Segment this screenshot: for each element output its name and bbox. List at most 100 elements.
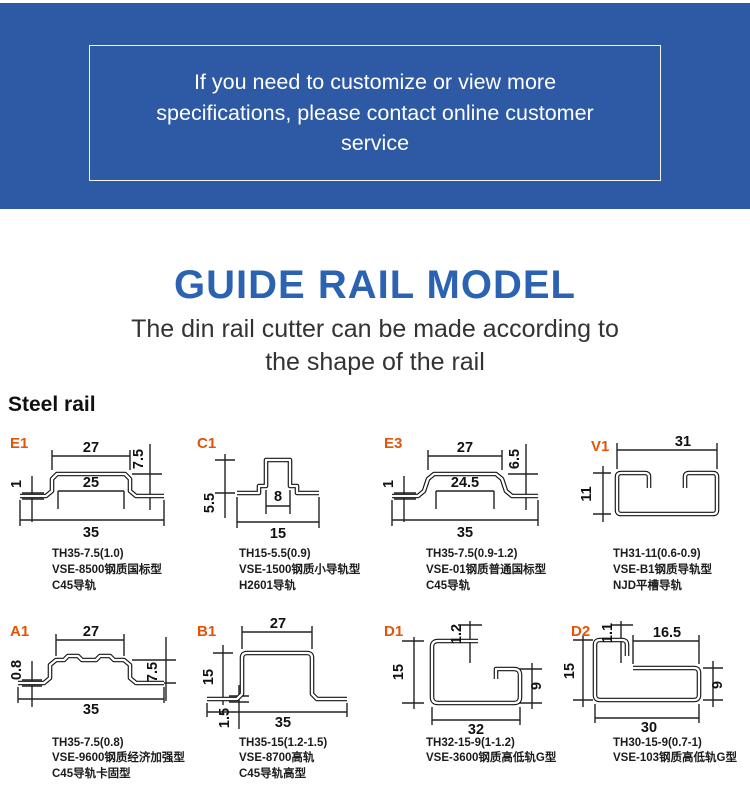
profile-inner bbox=[392, 472, 538, 498]
caption-line: TH30-15-9(0.7-1) bbox=[613, 736, 702, 749]
caption-line: VSE-8700高轨 bbox=[239, 752, 315, 765]
dim-height: 15 bbox=[201, 669, 217, 685]
caption-line: TH35-15(1.2-1.5) bbox=[239, 736, 328, 749]
dim-top-width: 16.5 bbox=[653, 625, 681, 641]
rail-code-d2: D2 bbox=[571, 622, 591, 640]
profile-outline bbox=[207, 650, 347, 701]
profile-inner bbox=[615, 471, 719, 516]
dim-bottom-width: 15 bbox=[270, 526, 286, 542]
profile-outline bbox=[429, 638, 523, 705]
rail-profile-diagram-b1: 27 15 1.5 35 bbox=[201, 616, 348, 731]
dim-inner-width: 8 bbox=[274, 489, 282, 505]
rail-caption-c1: TH15-5.5(0.9) VSE-1500钢质小导轨型 H2601导轨 bbox=[187, 547, 374, 595]
caption-line: TH15-5.5(0.9) bbox=[239, 548, 311, 560]
caption-line: VSE-3600钢质高低轨G型 bbox=[426, 752, 557, 765]
dim-bottom-width: 35 bbox=[83, 525, 99, 541]
profile-inner bbox=[593, 638, 701, 701]
rail-profile-diagram-e1: 27 7.5 1 25 35 bbox=[9, 440, 165, 541]
caption-line: VSE-9600钢质经济加强型 bbox=[52, 752, 185, 765]
dim-height: 5.5 bbox=[202, 493, 218, 513]
dim-bottom-width: 35 bbox=[83, 702, 99, 718]
dim-height-right: 9 bbox=[529, 682, 545, 690]
dim-thickness: 1 bbox=[381, 480, 397, 488]
caption-line: VSE-01钢质普通国标型 bbox=[426, 563, 547, 576]
rail-profile-diagram-v1: 31 11 bbox=[579, 434, 720, 522]
caption-line: VSE-1500钢质小导轨型 bbox=[239, 563, 361, 576]
dim-top-width: 27 bbox=[270, 616, 286, 632]
page-title: GUIDE RAIL MODEL bbox=[174, 263, 576, 307]
dim-height-left: 15 bbox=[562, 663, 578, 679]
steel-rail-heading: Steel rail bbox=[8, 393, 96, 416]
profile-outline bbox=[614, 470, 720, 517]
caption-line: TH32-15-9(1-1.2) bbox=[426, 736, 515, 749]
caption-line: TH31-11(0.6-0.9) bbox=[613, 548, 701, 560]
banner-box: If you need to customize or view more sp… bbox=[89, 45, 661, 181]
rail-caption-d1: TH32-15-9(1-1.2) VSE-3600钢质高低轨G型 bbox=[374, 736, 561, 768]
profile-inner bbox=[237, 458, 319, 495]
rail-profile-diagram-e3: 27 6.5 1 24.5 35 bbox=[381, 440, 539, 541]
rail-cell-e3: E3 27 6.5 1 24.5 35 TH35-7.5(0.9-1.2) VS… bbox=[374, 430, 561, 595]
dim-height: 7.5 bbox=[131, 449, 147, 469]
rail-cell-d2: D2 1.1 16.5 15 9 30 TH30-15-9(0.7-1) VSE… bbox=[561, 611, 748, 784]
dim-top-width: 27 bbox=[83, 440, 99, 456]
profile-outline bbox=[592, 637, 702, 702]
rail-caption-e1: TH35-7.5(1.0) VSE-8500钢质国标型 C45导轨 bbox=[0, 547, 187, 595]
rail-cell-b1: B1 27 15 1.5 35 TH35-15(1.2-1.5) VSE-870… bbox=[187, 611, 374, 784]
customer-service-banner[interactable]: If you need to customize or view more sp… bbox=[0, 3, 750, 209]
dim-bottom-width: 35 bbox=[457, 525, 473, 541]
caption-line: TH35-7.5(1.0) bbox=[52, 548, 124, 560]
page-subtitle: The din rail cutter can be made accordin… bbox=[0, 313, 750, 378]
caption-line: C45导轨 bbox=[426, 579, 471, 592]
caption-line: H2601导轨 bbox=[239, 579, 296, 592]
rail-caption-d2: TH30-15-9(0.7-1) VSE-103钢质高低轨G型 bbox=[561, 736, 748, 768]
dim-height-right: 9 bbox=[710, 681, 726, 689]
caption-line: VSE-B1钢质导轨型 bbox=[613, 563, 713, 576]
rail-code-b1: B1 bbox=[197, 622, 217, 640]
dim-bottom-width: 30 bbox=[641, 720, 657, 736]
subtitle-line-1: The din rail cutter can be made accordin… bbox=[131, 315, 619, 343]
profile-inner bbox=[430, 639, 522, 704]
dim-height-left: 15 bbox=[391, 664, 407, 680]
profile-inner bbox=[207, 651, 347, 700]
dim-thickness: 1.1 bbox=[600, 622, 616, 642]
rail-code-e1: E1 bbox=[10, 435, 29, 452]
rail-profile-diagram-c1: 5.5 8 15 bbox=[202, 454, 320, 542]
rail-code-v1: V1 bbox=[591, 438, 610, 455]
caption-line: C45导轨高型 bbox=[239, 768, 307, 781]
caption-line: C45导轨 bbox=[52, 579, 97, 592]
dim-bottom-width: 35 bbox=[275, 715, 291, 731]
dim-height: 11 bbox=[579, 486, 595, 501]
dim-height: 6.5 bbox=[507, 449, 523, 469]
dim-height: 7.5 bbox=[145, 661, 161, 681]
caption-line: TH35-7.5(0.9-1.2) bbox=[426, 548, 518, 560]
banner-text: If you need to customize or view more sp… bbox=[156, 70, 594, 156]
rail-cell-c1: C1 5.5 8 15 TH15-5.5(0.9) VSE-1500钢质小导轨型… bbox=[187, 430, 374, 595]
dim-bottom-width: 32 bbox=[468, 722, 484, 736]
rail-cell-a1: A1 27 0.8 7.5 35 TH35-7.5(0.8) VSE-9600钢… bbox=[0, 611, 187, 784]
rail-code-e3: E3 bbox=[384, 435, 403, 452]
dim-lines bbox=[593, 443, 718, 522]
profile-inner bbox=[20, 472, 164, 498]
rail-caption-v1: TH31-11(0.6-0.9) VSE-B1钢质导轨型 NJD平槽导轨 bbox=[561, 547, 748, 595]
caption-line: TH35-7.5(0.8) bbox=[52, 736, 124, 749]
rail-code-c1: C1 bbox=[197, 435, 217, 452]
caption-line: VSE-103钢质高低轨G型 bbox=[613, 752, 737, 765]
rail-caption-b1: TH35-15(1.2-1.5) VSE-8700高轨 C45导轨高型 bbox=[187, 736, 374, 784]
rail-code-d1: D1 bbox=[384, 622, 404, 640]
rail-profile-diagram-d2: 1.1 16.5 15 9 30 bbox=[562, 620, 726, 736]
rail-caption-e3: TH35-7.5(0.9-1.2) VSE-01钢质普通国标型 C45导轨 bbox=[374, 547, 561, 595]
rail-profile-diagram-a1: 27 0.8 7.5 35 bbox=[9, 624, 176, 718]
rail-grid: E1 27 7.5 1 25 35 TH35-7.5(1.0) VSE-8500… bbox=[0, 430, 750, 783]
dim-thickness: 1.5 bbox=[217, 707, 233, 727]
caption-line: C45导轨卡固型 bbox=[52, 768, 131, 781]
dim-top-width: 27 bbox=[83, 624, 99, 640]
dim-lines bbox=[215, 454, 320, 528]
dim-top-width: 31 bbox=[675, 434, 691, 450]
caption-line: VSE-8500钢质国标型 bbox=[52, 563, 162, 576]
rail-profile-diagram-d1: 1.2 15 9 32 bbox=[391, 620, 545, 736]
rail-caption-a1: TH35-7.5(0.8) VSE-9600钢质经济加强型 C45导轨卡固型 bbox=[0, 736, 187, 784]
caption-line: NJD平槽导轨 bbox=[613, 579, 683, 592]
rail-cell-e1: E1 27 7.5 1 25 35 TH35-7.5(1.0) VSE-8500… bbox=[0, 430, 187, 595]
dim-top-width: 27 bbox=[457, 440, 473, 456]
rail-cell-d1: D1 1.2 15 9 32 TH32-15-9(1-1.2) VSE-3600… bbox=[374, 611, 561, 784]
